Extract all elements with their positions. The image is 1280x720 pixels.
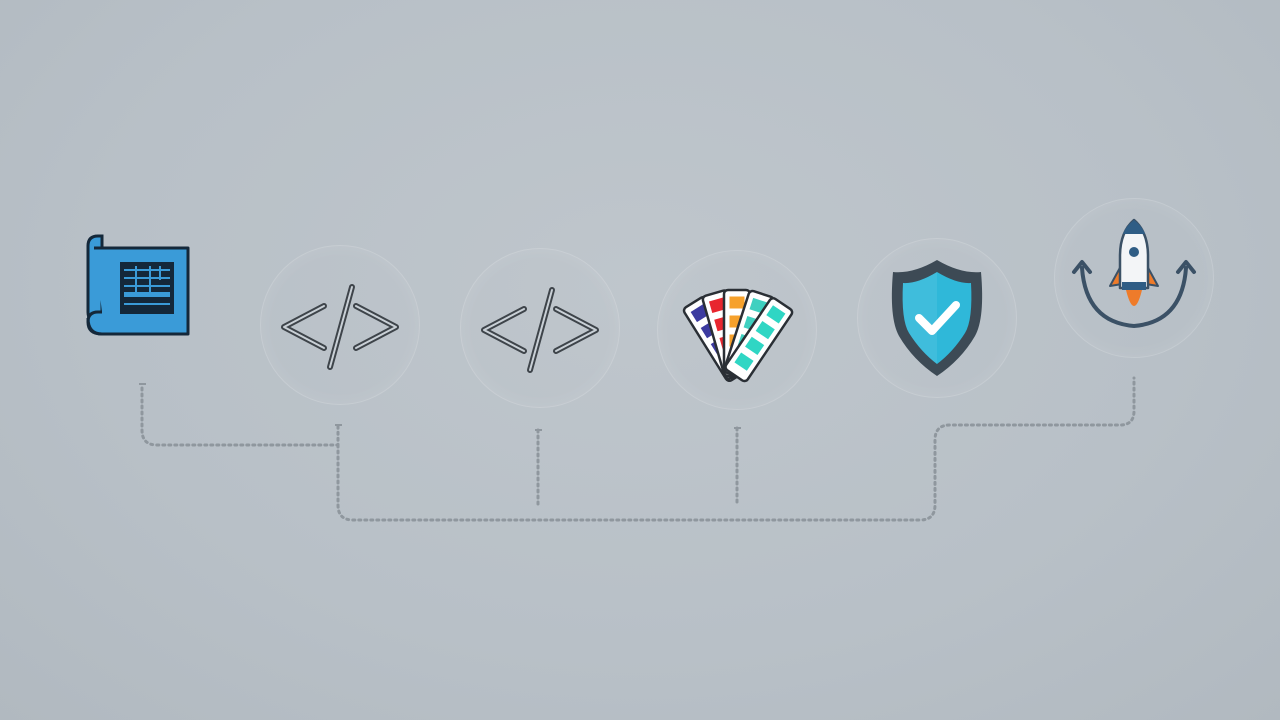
shield-inner: [902, 272, 972, 364]
node-halo: [1054, 198, 1214, 358]
color-palette-icon: [682, 288, 794, 383]
rocket-orbit-icon: [1072, 218, 1196, 329]
node-halo: [657, 250, 817, 410]
orbit-arc: [1080, 266, 1188, 329]
blueprint-icon: [86, 234, 190, 336]
step-code-1: [260, 245, 420, 405]
step-blueprint: [58, 208, 218, 368]
connector-blueprint-to-code: [140, 386, 340, 447]
step-security: [857, 238, 1017, 398]
rocket-flame: [1126, 290, 1142, 306]
step-design: [657, 250, 817, 410]
check-mark: [915, 301, 960, 335]
connector-bottom-rail: [336, 376, 1136, 522]
node-halo: [857, 238, 1017, 398]
rocket-window: [1129, 247, 1139, 257]
swatch-card: [724, 297, 794, 383]
code-icon: [481, 287, 599, 373]
node-halo: [460, 248, 620, 408]
node-halo: [260, 245, 420, 405]
step-launch: [1054, 198, 1214, 358]
code-icon: [281, 284, 399, 370]
shield-check-icon: [891, 260, 983, 376]
step-code-2: [460, 248, 620, 408]
